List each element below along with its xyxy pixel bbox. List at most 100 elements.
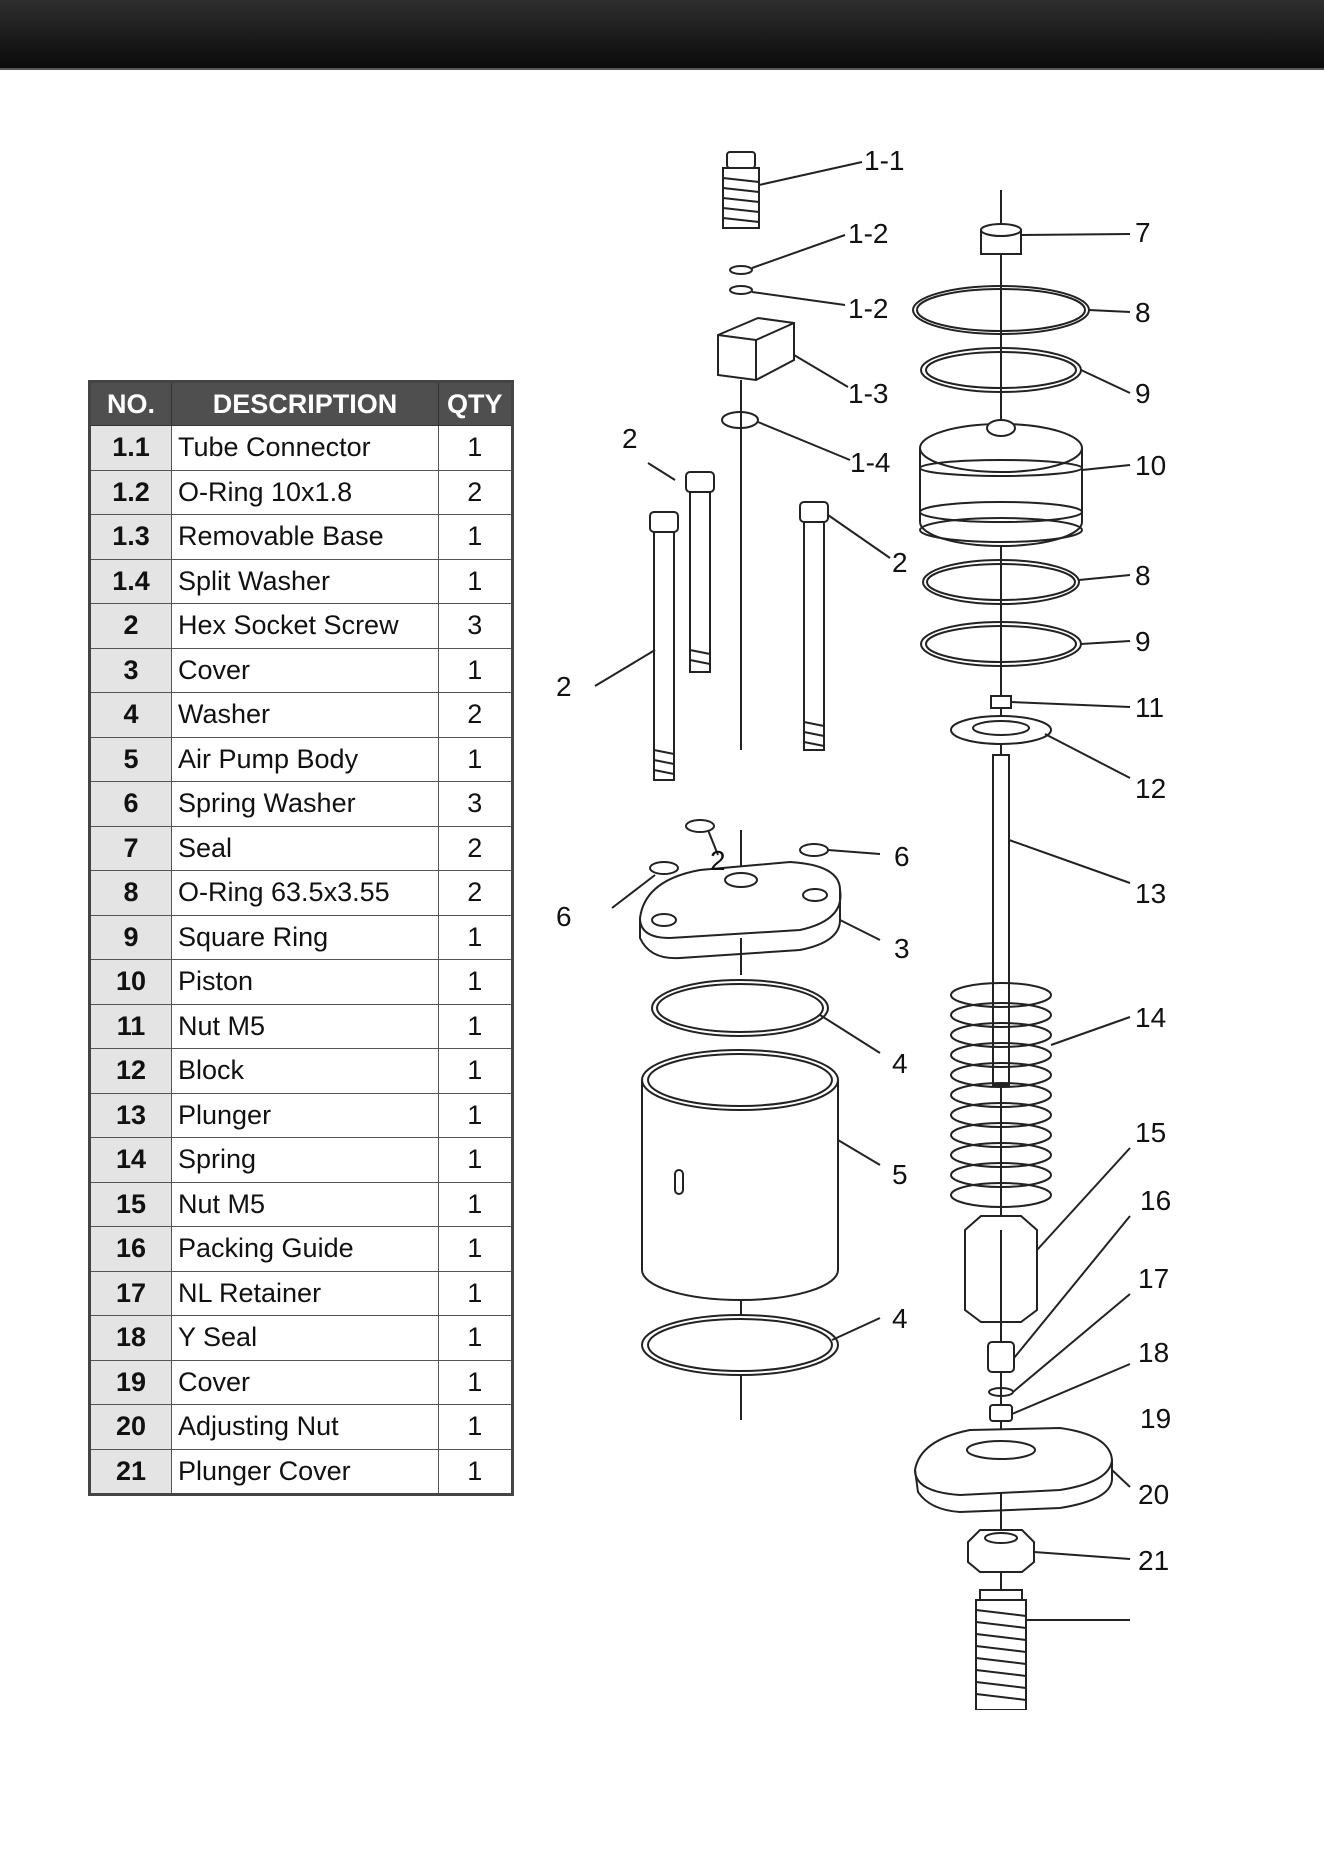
cell-description: Air Pump Body (171, 736, 439, 782)
cell-description: Block (171, 1048, 439, 1094)
cell-no: 12 (89, 1048, 172, 1094)
callout-18: 18 (1138, 1337, 1169, 1368)
table-header-row: NO. DESCRIPTION QTY (89, 381, 513, 426)
cell-description: Adjusting Nut (171, 1404, 439, 1450)
cell-no: 3 (89, 647, 172, 693)
cell-no: 19 (89, 1359, 172, 1405)
cell-description: O-Ring 63.5x3.55 (171, 870, 439, 916)
callout-1-1: 1-1 (864, 145, 904, 176)
cell-qty: 1 (438, 1404, 513, 1450)
callout-20: 20 (1138, 1479, 1169, 1510)
callout-4-bottom: 4 (892, 1303, 908, 1334)
callout-17: 17 (1138, 1263, 1169, 1294)
callout-13: 13 (1135, 878, 1166, 909)
callout-14: 14 (1135, 1002, 1166, 1033)
cell-description: Y Seal (171, 1315, 439, 1361)
cell-qty: 1 (438, 959, 513, 1005)
part-nut-m5-hex (964, 1215, 1038, 1323)
cell-no: 5 (89, 736, 172, 782)
cell-description: Nut M5 (171, 1003, 439, 1049)
header-qty: QTY (438, 381, 513, 426)
part-o-ring-small-2 (729, 285, 753, 295)
part-washer-bottom (641, 1314, 839, 1376)
part-air-pump-body (641, 1049, 839, 1301)
cell-qty: 1 (438, 1092, 513, 1138)
callout-19: 19 (1140, 1403, 1171, 1434)
part-hex-socket-screw-middle (685, 471, 715, 673)
cell-no: 1.1 (89, 425, 172, 471)
cell-qty: 1 (438, 1003, 513, 1049)
cell-qty: 1 (438, 1181, 513, 1227)
part-hex-socket-screw-left (649, 511, 679, 781)
callout-3: 3 (894, 933, 910, 964)
callout-8-bottom: 8 (1135, 560, 1151, 591)
cell-qty: 1 (438, 514, 513, 560)
cell-description: Packing Guide (171, 1226, 439, 1272)
callout-5: 5 (892, 1159, 908, 1190)
cell-qty: 2 (438, 870, 513, 916)
callout-6-right: 6 (894, 841, 910, 872)
cell-no: 18 (89, 1315, 172, 1361)
exploded-view-diagram: 1-1 1-2 1-2 1-3 1-4 2 2 2 2 3 4 5 4 6 6 … (556, 145, 1171, 1710)
cell-no: 1.3 (89, 514, 172, 560)
cell-qty: 1 (438, 425, 513, 471)
callout-10: 10 (1135, 450, 1166, 481)
part-cover-top (638, 860, 842, 960)
cell-no: 7 (89, 825, 172, 871)
cell-description: NL Retainer (171, 1270, 439, 1316)
cell-description: Plunger Cover (171, 1448, 439, 1495)
callout-2-right: 2 (892, 547, 908, 578)
part-tube-connector (722, 151, 760, 229)
cell-qty: 3 (438, 781, 513, 827)
cell-description: Cover (171, 647, 439, 693)
callout-15: 15 (1135, 1117, 1166, 1148)
header-description: DESCRIPTION (171, 381, 439, 426)
part-removable-base (717, 316, 795, 382)
part-o-ring-large-bottom (922, 559, 1080, 605)
callout-8-top: 8 (1135, 297, 1151, 328)
part-plunger-cover (975, 1589, 1027, 1710)
callout-11: 11 (1135, 692, 1164, 723)
cell-description: Split Washer (171, 558, 439, 604)
cell-qty: 2 (438, 825, 513, 871)
callout-9-bottom: 9 (1135, 626, 1151, 657)
cell-description: Plunger (171, 1092, 439, 1138)
part-y-seal (989, 1404, 1013, 1422)
cell-no: 6 (89, 781, 172, 827)
cell-qty: 1 (438, 647, 513, 693)
cell-description: O-Ring 10x1.8 (171, 469, 439, 515)
header-no: NO. (89, 381, 172, 426)
callout-1-4: 1-4 (850, 447, 890, 478)
cell-description: Tube Connector (171, 425, 439, 471)
cell-description: Spring (171, 1137, 439, 1183)
callout-1-2-top: 1-2 (848, 218, 888, 249)
callout-16: 16 (1140, 1185, 1171, 1216)
callout-1-2-bottom: 1-2 (848, 293, 888, 324)
cell-no: 2 (89, 603, 172, 649)
callout-2-middle: 2 (710, 845, 726, 876)
cell-no: 13 (89, 1092, 172, 1138)
part-washer-top (651, 979, 829, 1037)
callout-6-left: 6 (556, 901, 572, 932)
part-spring (950, 982, 1052, 1208)
part-nut-m5-top (990, 695, 1012, 709)
part-piston (919, 419, 1083, 547)
part-spring-washer-middle (685, 819, 715, 833)
